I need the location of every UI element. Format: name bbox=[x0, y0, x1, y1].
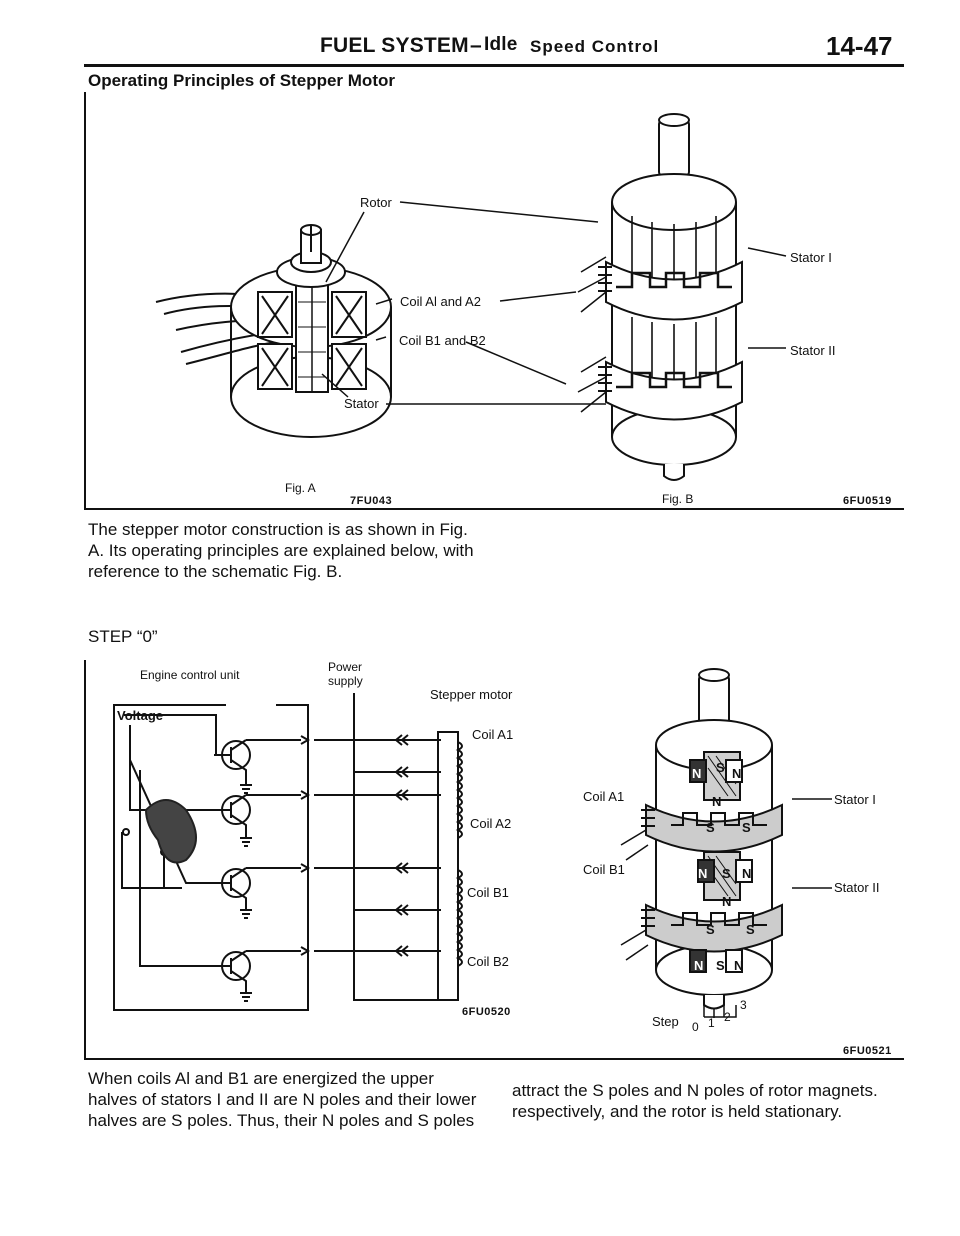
step-3: 3 bbox=[740, 998, 747, 1012]
section-title: Operating Principles of Stepper Motor bbox=[88, 71, 395, 90]
label-fig-b: Fig. B bbox=[662, 492, 694, 506]
paragraph-left-line-1: When coils Al and B1 are energized the u… bbox=[88, 1069, 434, 1088]
label-stator-2: Stator II bbox=[790, 343, 836, 358]
figure-1-bottom-border bbox=[84, 508, 904, 510]
pole-s-6: S bbox=[746, 922, 755, 937]
label-stator: Stator bbox=[344, 396, 379, 411]
paragraph-right-line-2: respectively, and the rotor is held stat… bbox=[512, 1102, 843, 1121]
pole-s-4: S bbox=[722, 866, 731, 881]
intro-paragraph: The stepper motor construction is as sho… bbox=[88, 519, 518, 582]
header-dash: – bbox=[470, 34, 482, 57]
pole-diagram bbox=[620, 668, 832, 1018]
label-step: Step bbox=[652, 1014, 679, 1029]
label-coil-a1: Coil A1 bbox=[472, 727, 514, 742]
label-coil-a1-right: Coil A1 bbox=[583, 789, 625, 804]
label-stepper-motor: Stepper motor bbox=[430, 687, 513, 702]
header-idle: Idle bbox=[484, 34, 518, 55]
fig-b-stator-leaders bbox=[747, 247, 787, 349]
pole-n-8: N bbox=[734, 958, 744, 973]
fig-b-stepper-motor-schematic bbox=[577, 113, 743, 481]
pole-s-1: S bbox=[716, 760, 725, 775]
pole-n-3: N bbox=[712, 794, 722, 809]
paragraph-left-line-3: halves are S poles. Thus, their N poles … bbox=[88, 1111, 475, 1130]
label-supply: supply bbox=[328, 674, 363, 688]
header-title: FUEL SYSTEM bbox=[320, 34, 469, 57]
label-voltage: Voltage bbox=[117, 708, 163, 723]
step-2: 2 bbox=[724, 1010, 731, 1024]
pole-s-5: S bbox=[706, 922, 715, 937]
header-subtitle: Speed Control bbox=[530, 37, 660, 56]
step-label: STEP “0” bbox=[88, 627, 158, 646]
pole-n-2: N bbox=[732, 766, 742, 781]
pole-n-4: N bbox=[698, 866, 708, 881]
label-stator-1: Stator I bbox=[790, 250, 832, 265]
figure-2-bottom-border bbox=[84, 1058, 904, 1060]
step-1: 1 bbox=[708, 1016, 715, 1030]
pole-s-7: S bbox=[716, 958, 725, 973]
figure-1-left-border bbox=[84, 92, 86, 510]
paragraph-right: attract the S poles and N poles of rotor… bbox=[512, 1080, 932, 1122]
pole-n-1: N bbox=[692, 766, 702, 781]
label-coil-b1: Coil B1 bbox=[467, 885, 509, 900]
label-coil-a2: Coil A2 bbox=[470, 816, 512, 831]
label-coil-b: Coil B1 and B2 bbox=[399, 333, 486, 348]
page-number: 14-47 bbox=[826, 31, 893, 61]
label-stator-1-right: Stator I bbox=[834, 792, 876, 807]
figure-code-b: 6FU0519 bbox=[843, 495, 892, 507]
figure-2-left-border bbox=[84, 660, 86, 1060]
label-coil-a: Coil Al and A2 bbox=[400, 294, 481, 309]
intro-line-2: A. Its operating principles are explaine… bbox=[88, 541, 474, 560]
fig-a-stepper-motor-cutaway bbox=[155, 224, 392, 438]
figure-2-circuit-and-poles bbox=[113, 668, 832, 1018]
figure-1-stepper-motor-drawing bbox=[155, 113, 787, 481]
intro-line-3: reference to the schematic Fig. B. bbox=[88, 562, 343, 581]
ecu-box bbox=[113, 704, 309, 1011]
label-power: Power bbox=[328, 660, 363, 674]
fig-a-leader-lines bbox=[321, 201, 606, 405]
header-rule bbox=[84, 64, 904, 67]
figure-code-a: 7FU043 bbox=[350, 495, 393, 507]
pole-n-5: N bbox=[742, 866, 752, 881]
pole-n-6: N bbox=[722, 894, 732, 909]
label-ecu: Engine control unit bbox=[140, 668, 240, 682]
pole-s-2: S bbox=[706, 820, 715, 835]
coil-output-lines bbox=[246, 693, 463, 1001]
figure-code-d: 6FU0521 bbox=[843, 1045, 892, 1057]
pole-s-3: S bbox=[742, 820, 751, 835]
paragraph-right-line-1: attract the S poles and N poles of rotor… bbox=[512, 1081, 878, 1100]
intro-line-1: The stepper motor construction is as sho… bbox=[88, 520, 468, 539]
label-coil-b2: Coil B2 bbox=[467, 954, 509, 969]
control-wiring bbox=[121, 714, 217, 967]
figure-code-c: 6FU0520 bbox=[462, 1006, 511, 1018]
label-stator-2-right: Stator II bbox=[834, 880, 880, 895]
step-0: 0 bbox=[692, 1020, 699, 1034]
paragraph-left: When coils Al and B1 are energized the u… bbox=[88, 1068, 508, 1131]
pole-n-7: N bbox=[694, 958, 704, 973]
label-fig-a: Fig. A bbox=[285, 481, 316, 495]
paragraph-left-line-2: halves of stators I and II are N poles a… bbox=[88, 1090, 477, 1109]
label-coil-b1-right: Coil B1 bbox=[583, 862, 625, 877]
page-header: FUEL SYSTEM – Idle Speed Control bbox=[320, 34, 920, 68]
label-rotor: Rotor bbox=[360, 195, 392, 210]
transistor-symbols bbox=[214, 739, 252, 1002]
